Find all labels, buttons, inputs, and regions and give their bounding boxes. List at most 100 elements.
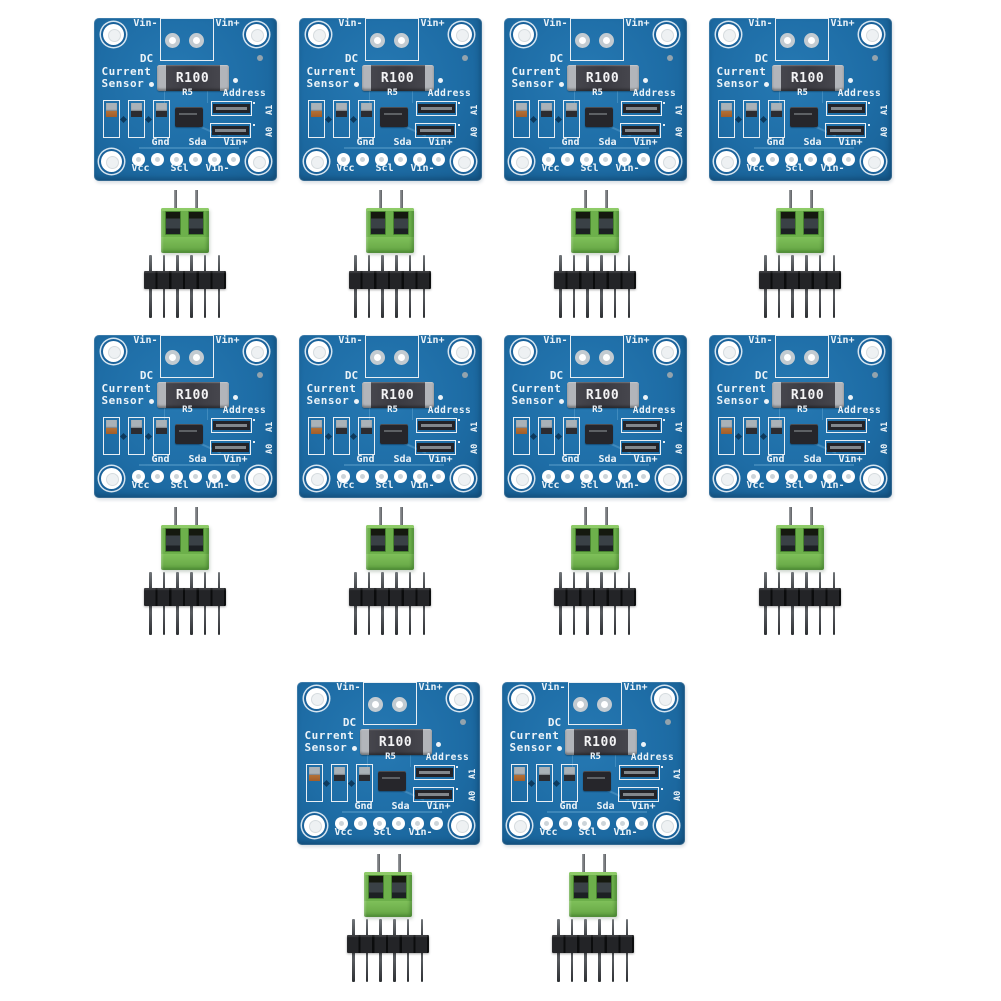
pin-header: [144, 255, 226, 318]
label-a1: A1: [469, 421, 480, 432]
label-vin-minus: Vin-: [543, 18, 568, 29]
label-sensor: Sensor: [509, 741, 553, 754]
label-sensor: Sensor: [511, 77, 555, 90]
smd-resistor: [152, 100, 170, 138]
shunt-resistor: R100: [156, 65, 229, 91]
pin-label-gnd: Gnd: [766, 454, 785, 465]
label-a1: A1: [674, 421, 685, 432]
input-hole: [164, 33, 180, 48]
terminal-clamp-opening: [393, 211, 409, 235]
silk-dot: [847, 78, 853, 83]
pin-label-gnd: Gnd: [151, 454, 170, 465]
mounting-hole: [450, 341, 472, 362]
label-vin-minus: Vin-: [336, 682, 361, 693]
input-hole: [369, 33, 385, 48]
label-dc: DC: [344, 369, 359, 382]
sensor-module-unit: Vin- Vin+ DC Current Sensor R100 R5 Addr…: [83, 18, 288, 320]
pcb-board: Vin- Vin+ DC Current Sensor R100 R5 Addr…: [501, 682, 685, 845]
label-r5: R5: [387, 88, 398, 98]
silk-arrow: [349, 115, 358, 124]
pin-label-vin-plus: Vin+: [428, 137, 453, 148]
smd-capacitor: [717, 100, 735, 138]
pin-hole: [170, 469, 183, 483]
ic-chip: [174, 424, 203, 444]
mounting-hole: [862, 468, 884, 489]
pin-label-gnd: Gnd: [151, 137, 170, 148]
ic-chip: [789, 107, 818, 127]
terminal-clamp-opening: [391, 875, 407, 899]
terminal-pin: [603, 854, 606, 874]
pin-label-sda: Sda: [803, 454, 822, 465]
terminal-pin: [398, 854, 401, 874]
pin-label-vin-minus: Vin-: [410, 163, 435, 174]
label-current: Current: [716, 65, 767, 78]
header-insulator: [552, 935, 634, 953]
header-insulator: [349, 588, 431, 606]
pcb-trace: [778, 408, 780, 420]
label-dc: DC: [549, 52, 564, 65]
mounting-hole: [715, 468, 737, 489]
label-r5: R5: [182, 88, 193, 98]
smd-resistor: [562, 100, 580, 138]
label-dc: DC: [754, 52, 769, 65]
address-solder-pads: [660, 788, 678, 801]
terminal-body: [366, 208, 414, 253]
pin-hole: [189, 152, 202, 166]
pcb-trace: [614, 755, 616, 767]
label-a0: A0: [264, 443, 275, 454]
header-insulator: [349, 271, 431, 289]
shunt-resistor: R100: [771, 65, 844, 91]
pcb-board: Vin- Vin+ DC Current Sensor R100 R5 Addr…: [503, 18, 687, 181]
silk-arrow: [324, 115, 333, 124]
pin-label-scl: Scl: [375, 163, 394, 174]
label-dc: DC: [754, 369, 769, 382]
input-terminal-footprint: [159, 18, 214, 61]
label-a1: A1: [469, 104, 480, 115]
address-solder-pads: [457, 102, 475, 115]
label-a0: A0: [674, 443, 685, 454]
terminal-clamp-opening: [575, 528, 591, 552]
input-hole: [574, 33, 590, 48]
label-r5: R5: [385, 752, 396, 762]
label-vin-plus: Vin+: [830, 18, 855, 29]
input-hole: [391, 697, 407, 712]
label-vin-minus: Vin-: [133, 335, 158, 346]
pin-label-vin-minus: Vin-: [613, 827, 638, 838]
pin-hole: [823, 469, 836, 483]
address-solder-pads: [252, 102, 270, 115]
terminal-clamp-opening: [165, 528, 181, 552]
label-a0: A0: [879, 126, 890, 137]
input-hole: [164, 350, 180, 365]
mounting-hole: [100, 468, 122, 489]
silk-dot: [148, 399, 154, 404]
input-hole: [393, 350, 409, 365]
pin-label-vin-minus: Vin-: [615, 163, 640, 174]
label-address: Address: [222, 88, 267, 99]
pcb-trace: [343, 464, 444, 466]
address-jumper-resistor: [415, 101, 457, 116]
screw-terminal-block: [364, 854, 412, 917]
terminal-clamp-opening: [803, 211, 819, 235]
label-current: Current: [304, 729, 355, 742]
smd-capacitor: [512, 100, 530, 138]
sensor-module-unit: Vin- Vin+ DC Current Sensor R100 R5 Addr…: [491, 682, 696, 984]
smd-resistor: [560, 764, 578, 802]
pin-label-scl: Scl: [373, 827, 392, 838]
label-vin-minus: Vin-: [541, 682, 566, 693]
pin-hole: [599, 152, 612, 166]
pin-label-sda: Sda: [188, 137, 207, 148]
ic-pins-bottom: [178, 445, 204, 451]
pin-label-vin-minus: Vin-: [410, 480, 435, 491]
ic-pins-top: [383, 100, 409, 106]
pin-hole: [618, 469, 631, 483]
input-hole: [393, 33, 409, 48]
silk-arrow: [552, 779, 561, 788]
via-dot: [461, 372, 468, 378]
pin-hole: [559, 816, 572, 830]
label-address: Address: [632, 88, 677, 99]
ic-chip: [379, 424, 408, 444]
pin-label-scl: Scl: [170, 163, 189, 174]
pin-label-vin-minus: Vin-: [205, 163, 230, 174]
pin-hole: [132, 152, 145, 166]
